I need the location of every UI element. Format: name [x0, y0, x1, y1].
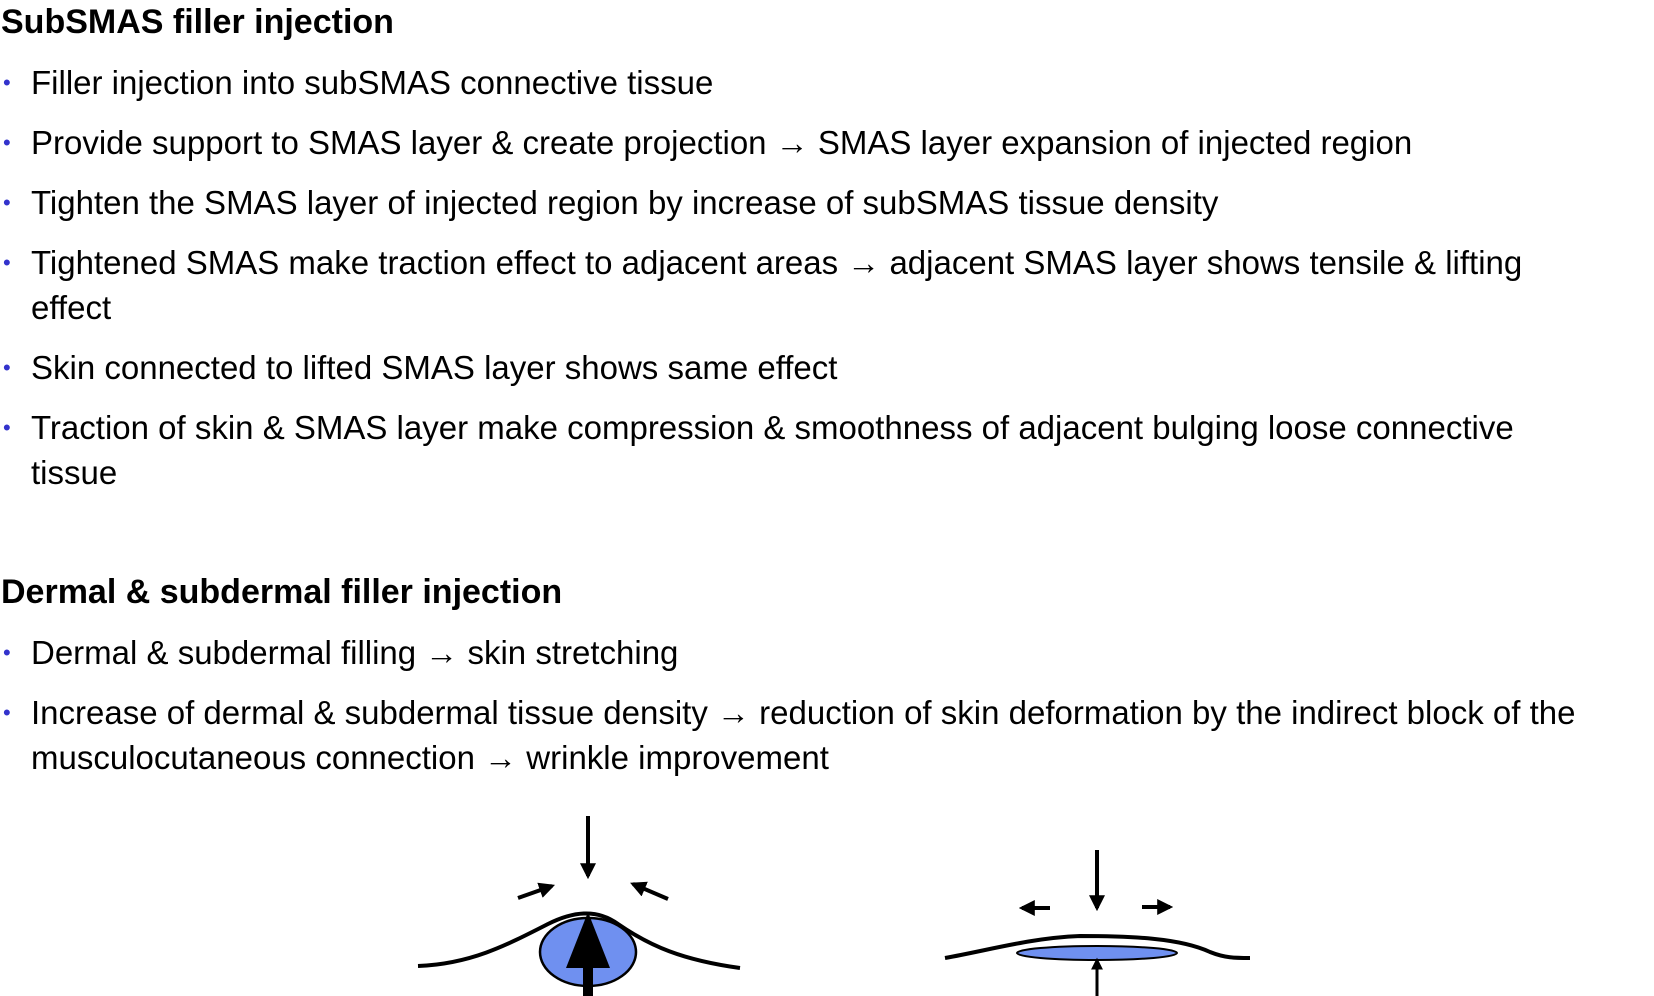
list-item: • Dermal & subdermal filling → skin stret… [0, 630, 1654, 675]
bullet-text: Provide support to SMAS layer & create p… [31, 124, 1413, 161]
bullet-text: Dermal & subdermal filling → skin stretc… [31, 634, 679, 671]
upward-push-arrow-icon [566, 912, 610, 968]
list-item: • Provide support to SMAS layer & create … [0, 120, 1654, 165]
bullet-icon: • [3, 415, 11, 440]
bullet-icon: • [3, 355, 11, 380]
list-item: • Skin connected to lifted SMAS layer sho… [0, 345, 1654, 390]
bullet-text: Filler injection into subSMAS connective… [31, 64, 714, 101]
skin-curve-icon [417, 911, 741, 970]
subsmas-bulge-diagram-icon [417, 816, 741, 996]
list-item: • Tightened SMAS make traction effect to … [0, 240, 1654, 330]
bullet-icon: • [3, 130, 11, 155]
list-item: • Filler injection into subSMAS connectiv… [0, 60, 1654, 105]
bullet-icon: • [3, 190, 11, 215]
dermal-bullet-list: • Dermal & subdermal filling → skin stret… [0, 630, 1654, 780]
dermal-flat-diagram-icon [944, 850, 1251, 996]
right-diag-arrow-icon [630, 881, 669, 901]
bullet-text: Tighten the SMAS layer of injected regio… [31, 184, 1219, 221]
bullet-text: Skin connected to lifted SMAS layer show… [31, 349, 838, 386]
bullet-text: Increase of dermal & subdermal tissue de… [31, 694, 1576, 776]
upward-arrow-shaft-icon [583, 966, 593, 996]
list-item: • Tighten the SMAS layer of injected regi… [0, 180, 1654, 225]
filler-effect-diagram [417, 816, 1251, 996]
skin-flat-curve-icon [944, 933, 1251, 960]
bullet-text: Tightened SMAS make traction effect to a… [31, 244, 1523, 326]
subsmas-section: SubSMAS filler injection • Filler injecti… [0, 0, 1654, 495]
filler-layer-icon [1016, 945, 1178, 961]
bullet-icon: • [3, 250, 11, 275]
dermal-heading: Dermal & subdermal filler injection [1, 573, 563, 611]
bullet-text: Traction of skin & SMAS layer make compr… [31, 409, 1514, 491]
left-diag-arrow-icon [517, 882, 556, 900]
list-item: • Traction of skin & SMAS layer make comp… [0, 405, 1654, 495]
list-item: • Increase of dermal & subdermal tissue d… [0, 690, 1654, 780]
bullet-icon: • [3, 70, 11, 95]
subsmas-bullet-list: • Filler injection into subSMAS connectiv… [0, 60, 1654, 495]
dermal-section: Dermal & subdermal filler injection • Der… [0, 570, 1654, 780]
bullet-icon: • [3, 640, 11, 665]
bullet-icon: • [3, 700, 11, 725]
subsmas-heading: SubSMAS filler injection [1, 3, 394, 41]
